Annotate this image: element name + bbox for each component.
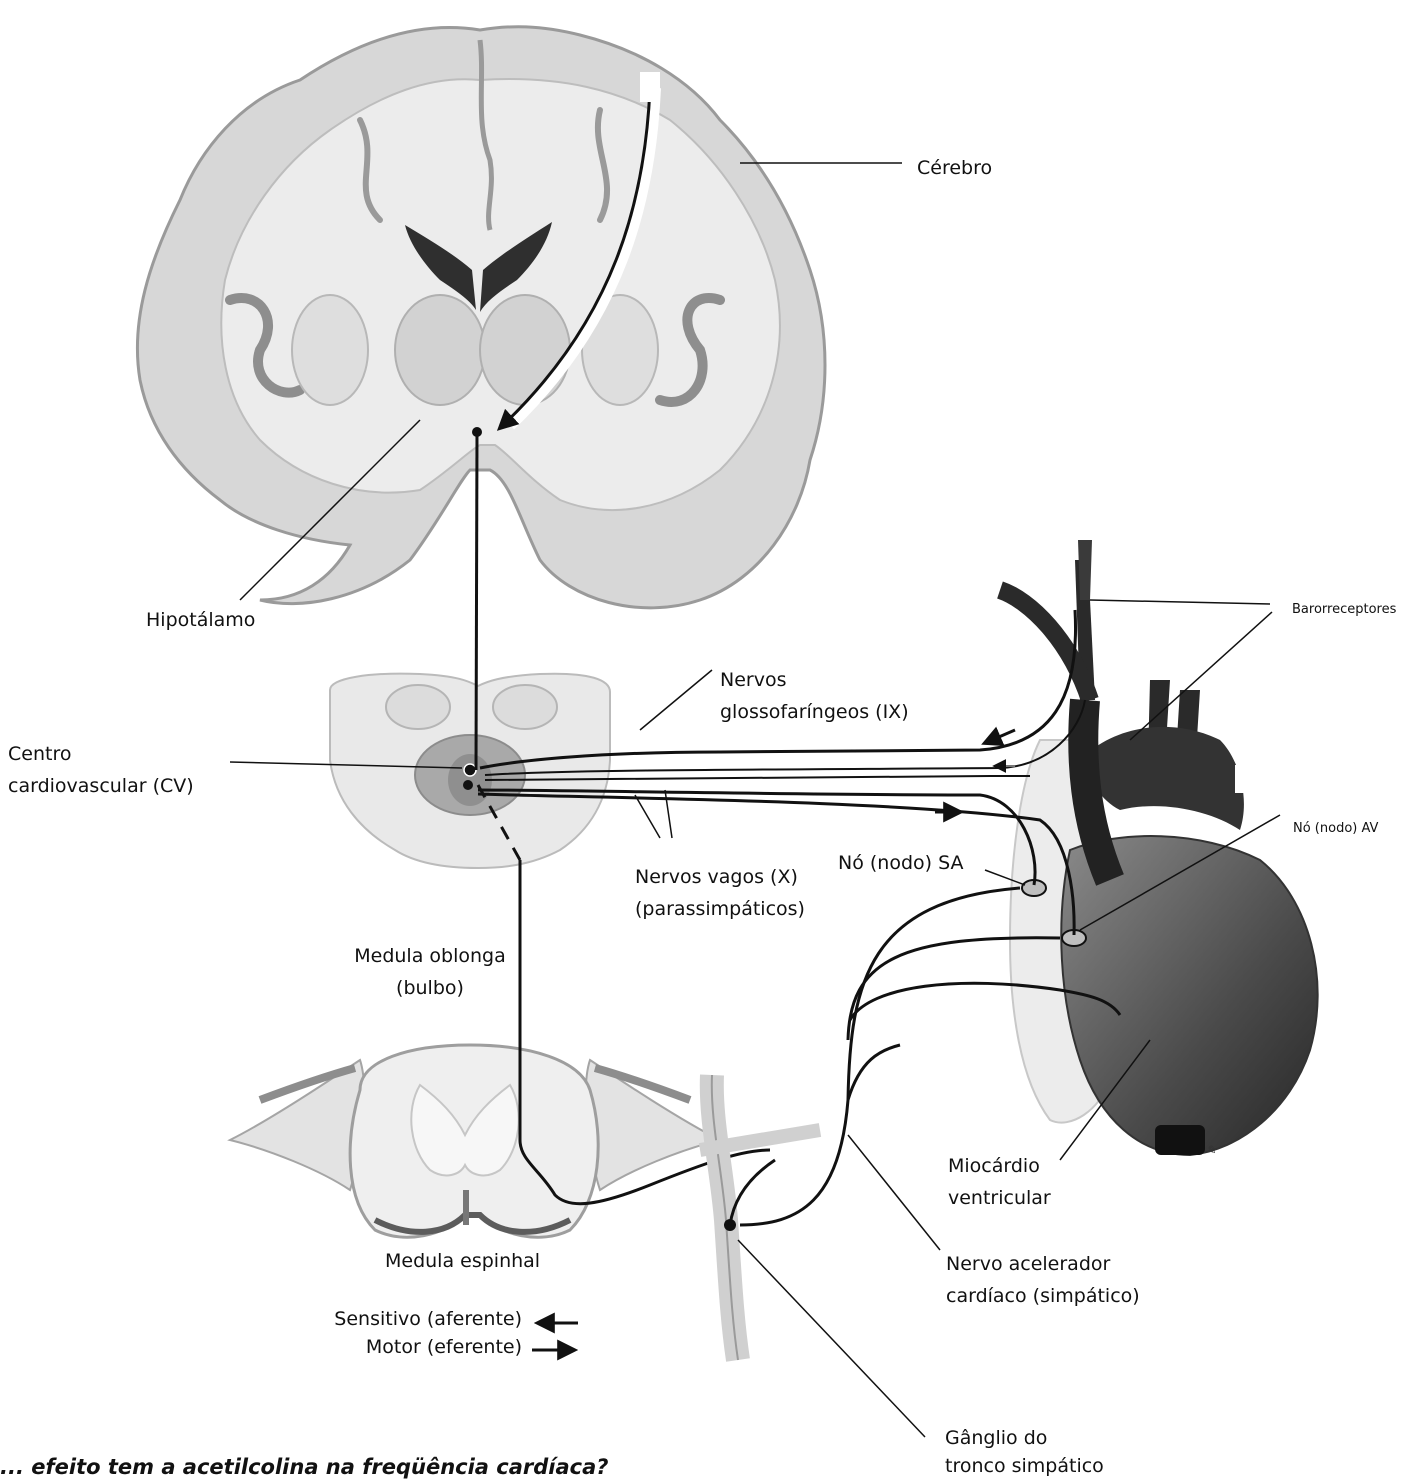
label-nervos-glosso-2: glossofaríngeos (IX): [720, 698, 909, 726]
label-centro-cv-1: Centro: [8, 740, 71, 768]
label-ganglio-1: Gânglio do: [945, 1424, 1047, 1452]
label-no-sa: Nó (nodo) SA: [838, 849, 964, 877]
label-medula-oblonga-2: (bulbo): [345, 974, 515, 1002]
label-nervos-vagos-1: Nervos vagos (X): [635, 863, 798, 891]
label-hipotalamo: Hipotálamo: [146, 606, 255, 634]
heart: [1000, 540, 1318, 1155]
label-nervo-acelerador-1: Nervo acelerador: [946, 1250, 1110, 1278]
spinal-cord: [230, 1045, 720, 1237]
label-centro-cv-2: cardiovascular (CV): [8, 772, 194, 800]
label-medula-espinhal: Medula espinhal: [385, 1247, 540, 1275]
label-nervos-vagos-2: (parassimpáticos): [635, 895, 805, 923]
artist-signature: ✎: [1206, 1143, 1216, 1157]
label-no-av: Nó (nodo) AV: [1293, 815, 1378, 843]
label-nervo-acelerador-2: cardíaco (simpático): [946, 1282, 1140, 1310]
legend-sensitivo: Sensitivo (aferente): [300, 1308, 522, 1330]
question-caption: ... efeito tem a acetilcolina na freqüên…: [0, 1455, 608, 1479]
label-ganglio-2: tronco simpático: [945, 1452, 1104, 1480]
label-barorreceptores: Barorreceptores: [1292, 596, 1396, 624]
brain-section: [137, 27, 825, 608]
label-miocardio-2: ventricular: [948, 1184, 1051, 1212]
label-medula-oblonga-1: Medula oblonga: [345, 942, 515, 970]
legend-motor: Motor (eferente): [300, 1336, 522, 1358]
label-miocardio-1: Miocárdio: [948, 1152, 1040, 1180]
label-cerebro: Cérebro: [917, 154, 992, 182]
label-nervos-glosso-1: Nervos: [720, 666, 786, 694]
